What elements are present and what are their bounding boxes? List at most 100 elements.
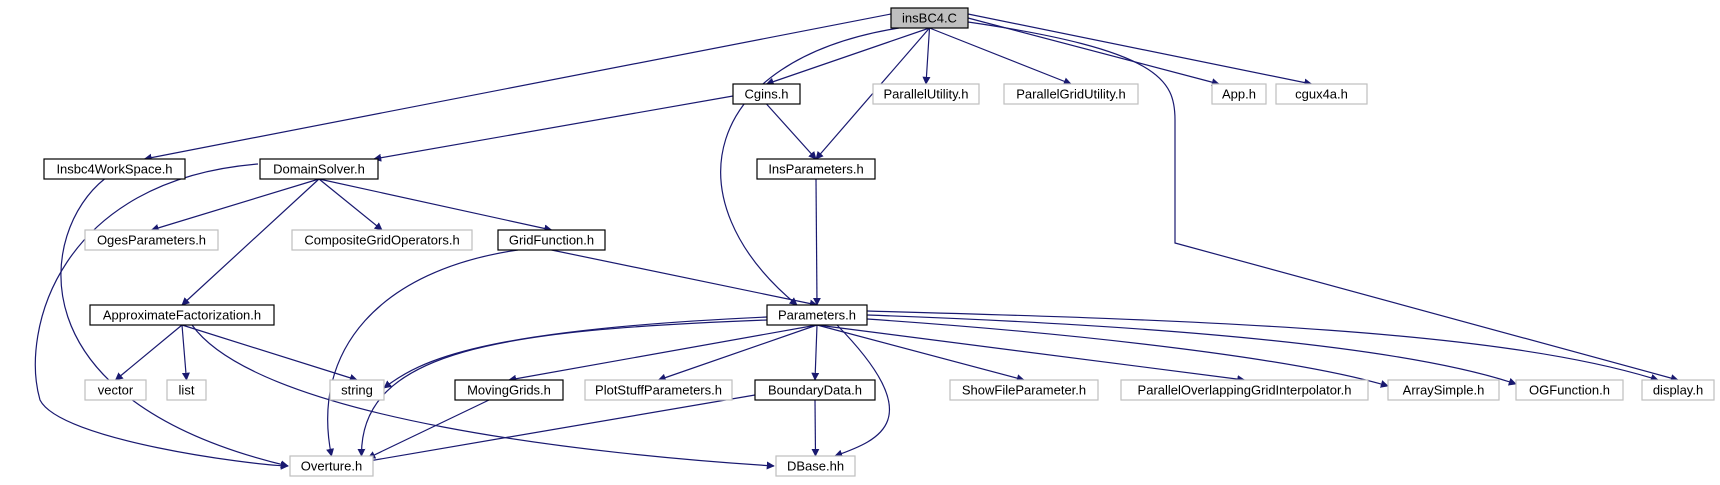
edge-ApproximateFactorization-to-DBase (191, 324, 775, 470)
node-box-cgux4a (1275, 83, 1368, 105)
node-label-ArraySimple: ArraySimple.h (1403, 383, 1485, 398)
edge-Parameters-to-string (383, 316, 768, 389)
edge-Parameters-to-PlotStuffParameters (657, 324, 818, 382)
node-label-ParallelUtility: ParallelUtility.h (883, 87, 968, 102)
node-Parameters[interactable]: Parameters.h (766, 304, 868, 326)
node-box-Cgins (732, 83, 801, 105)
edge-DomainSolver-to-Overture (34, 163, 289, 470)
node-box-OgesParameters (84, 229, 219, 251)
node-Cgins[interactable]: Cgins.h (732, 83, 801, 105)
node-box-ParallelUtility (872, 83, 980, 105)
node-box-PlotStuffParameters (584, 379, 733, 401)
node-box-MovingGrids (454, 379, 564, 401)
edge-Parameters-to-ShowFileParameter (816, 324, 1025, 383)
node-label-PlotStuffParameters: PlotStuffParameters.h (595, 383, 722, 398)
node-label-DomainSolver: DomainSolver.h (273, 162, 365, 177)
node-ParallelOverlappingGridInterpolator: ParallelOverlappingGridInterpolator.h (1120, 379, 1369, 401)
node-ApproximateFactorization[interactable]: ApproximateFactorization.h (89, 304, 275, 326)
node-insBC4[interactable]: insBC4.C (890, 7, 969, 29)
node-label-Overture: Overture.h (301, 459, 362, 474)
node-Insbc4WorkSpace[interactable]: Insbc4WorkSpace.h (43, 158, 186, 180)
node-label-CompositeGridOperators: CompositeGridOperators.h (304, 233, 459, 248)
node-display: display.h (1641, 379, 1715, 401)
edge-Insbc4WorkSpace-to-Overture (60, 178, 289, 469)
node-label-ApproximateFactorization: ApproximateFactorization.h (103, 308, 261, 323)
node-string: string (329, 379, 385, 401)
edge-BoundaryData-to-Overture (362, 394, 756, 465)
node-ShowFileParameter: ShowFileParameter.h (949, 379, 1099, 401)
edge-insBC4-to-Parameters (720, 27, 900, 306)
node-label-Cgins: Cgins.h (744, 87, 788, 102)
edge-DomainSolver-to-ApproximateFactorization (181, 178, 320, 306)
node-MovingGrids[interactable]: MovingGrids.h (454, 379, 564, 401)
node-box-vector (84, 379, 147, 401)
node-CompositeGridOperators: CompositeGridOperators.h (291, 229, 473, 251)
node-label-string: string (341, 383, 373, 398)
node-label-ShowFileParameter: ShowFileParameter.h (962, 383, 1086, 398)
node-box-GridFunction (497, 229, 606, 251)
edge-insBC4-to-Insbc4WorkSpace (143, 13, 892, 162)
node-label-App: App.h (1222, 87, 1256, 102)
node-label-ParallelOverlappingGridInterpolator: ParallelOverlappingGridInterpolator.h (1138, 383, 1352, 398)
node-label-ParallelGridUtility: ParallelGridUtility.h (1016, 87, 1126, 102)
node-vector: vector (84, 379, 147, 401)
node-box-CompositeGridOperators (291, 229, 473, 251)
node-label-insBC4: insBC4.C (902, 11, 957, 26)
edge-Parameters-to-MovingGrids (508, 324, 818, 383)
node-box-Insbc4WorkSpace (43, 158, 186, 180)
edge-insBC4-to-ParallelUtility (922, 27, 931, 85)
node-list: list (166, 379, 207, 401)
node-box-ParallelOverlappingGridInterpolator (1120, 379, 1369, 401)
edge-Cgins-to-InsParameters (766, 103, 817, 160)
node-OgesParameters: OgesParameters.h (84, 229, 219, 251)
edge-insBC4-to-display (967, 21, 1679, 382)
node-Overture: Overture.h (289, 455, 374, 477)
node-BoundaryData[interactable]: BoundaryData.h (754, 379, 876, 401)
edge-insBC4-to-cgux4a (967, 13, 1313, 87)
node-box-display (1641, 379, 1715, 401)
node-box-ParallelGridUtility (1003, 83, 1139, 105)
node-box-App (1211, 83, 1267, 105)
node-OGFunction: OGFunction.h (1515, 379, 1624, 401)
edge-Parameters-to-ArraySimple (866, 318, 1389, 388)
edge-Parameters-to-BoundaryData (811, 324, 820, 381)
edge-GridFunction-to-Overture (326, 249, 519, 457)
edge-DomainSolver-to-GridFunction (318, 178, 553, 233)
edge-ApproximateFactorization-to-list (181, 324, 190, 381)
edge-Parameters-to-ParallelOverlappingGridInterpolator (816, 324, 1246, 384)
node-GridFunction[interactable]: GridFunction.h (497, 229, 606, 251)
node-box-ShowFileParameter (949, 379, 1099, 401)
node-DomainSolver[interactable]: DomainSolver.h (259, 158, 379, 180)
node-ParallelGridUtility: ParallelGridUtility.h (1003, 83, 1139, 105)
node-box-string (329, 379, 385, 401)
node-label-Insbc4WorkSpace: Insbc4WorkSpace.h (56, 162, 172, 177)
node-box-list (166, 379, 207, 401)
node-box-BoundaryData (754, 379, 876, 401)
node-cgux4a: cgux4a.h (1275, 83, 1368, 105)
node-label-DBase: DBase.hh (787, 459, 844, 474)
node-box-Parameters (766, 304, 868, 326)
edges-layer (34, 13, 1679, 470)
node-box-OGFunction (1515, 379, 1624, 401)
node-ArraySimple: ArraySimple.h (1387, 379, 1500, 401)
edge-Parameters-to-DBase (834, 324, 890, 458)
node-label-display: display.h (1653, 383, 1703, 398)
edge-DomainSolver-to-CompositeGridOperators (318, 178, 383, 231)
edge-GridFunction-to-Parameters (551, 249, 818, 308)
node-label-BoundaryData: BoundaryData.h (768, 383, 862, 398)
node-box-InsParameters (756, 158, 876, 180)
node-label-GridFunction: GridFunction.h (509, 233, 594, 248)
node-box-DomainSolver (259, 158, 379, 180)
node-label-vector: vector (98, 383, 134, 398)
node-DBase: DBase.hh (775, 455, 856, 477)
edge-Parameters-to-OGFunction (866, 314, 1517, 386)
node-label-Parameters: Parameters.h (778, 308, 856, 323)
edge-Parameters-to-Overture (357, 319, 768, 457)
edge-insBC4-to-ParallelGridUtility (929, 27, 1072, 86)
edge-BoundaryData-to-DBase (811, 399, 820, 457)
node-InsParameters[interactable]: InsParameters.h (756, 158, 876, 180)
node-ParallelUtility: ParallelUtility.h (872, 83, 980, 105)
node-box-insBC4 (890, 7, 969, 29)
node-box-Overture (289, 455, 374, 477)
